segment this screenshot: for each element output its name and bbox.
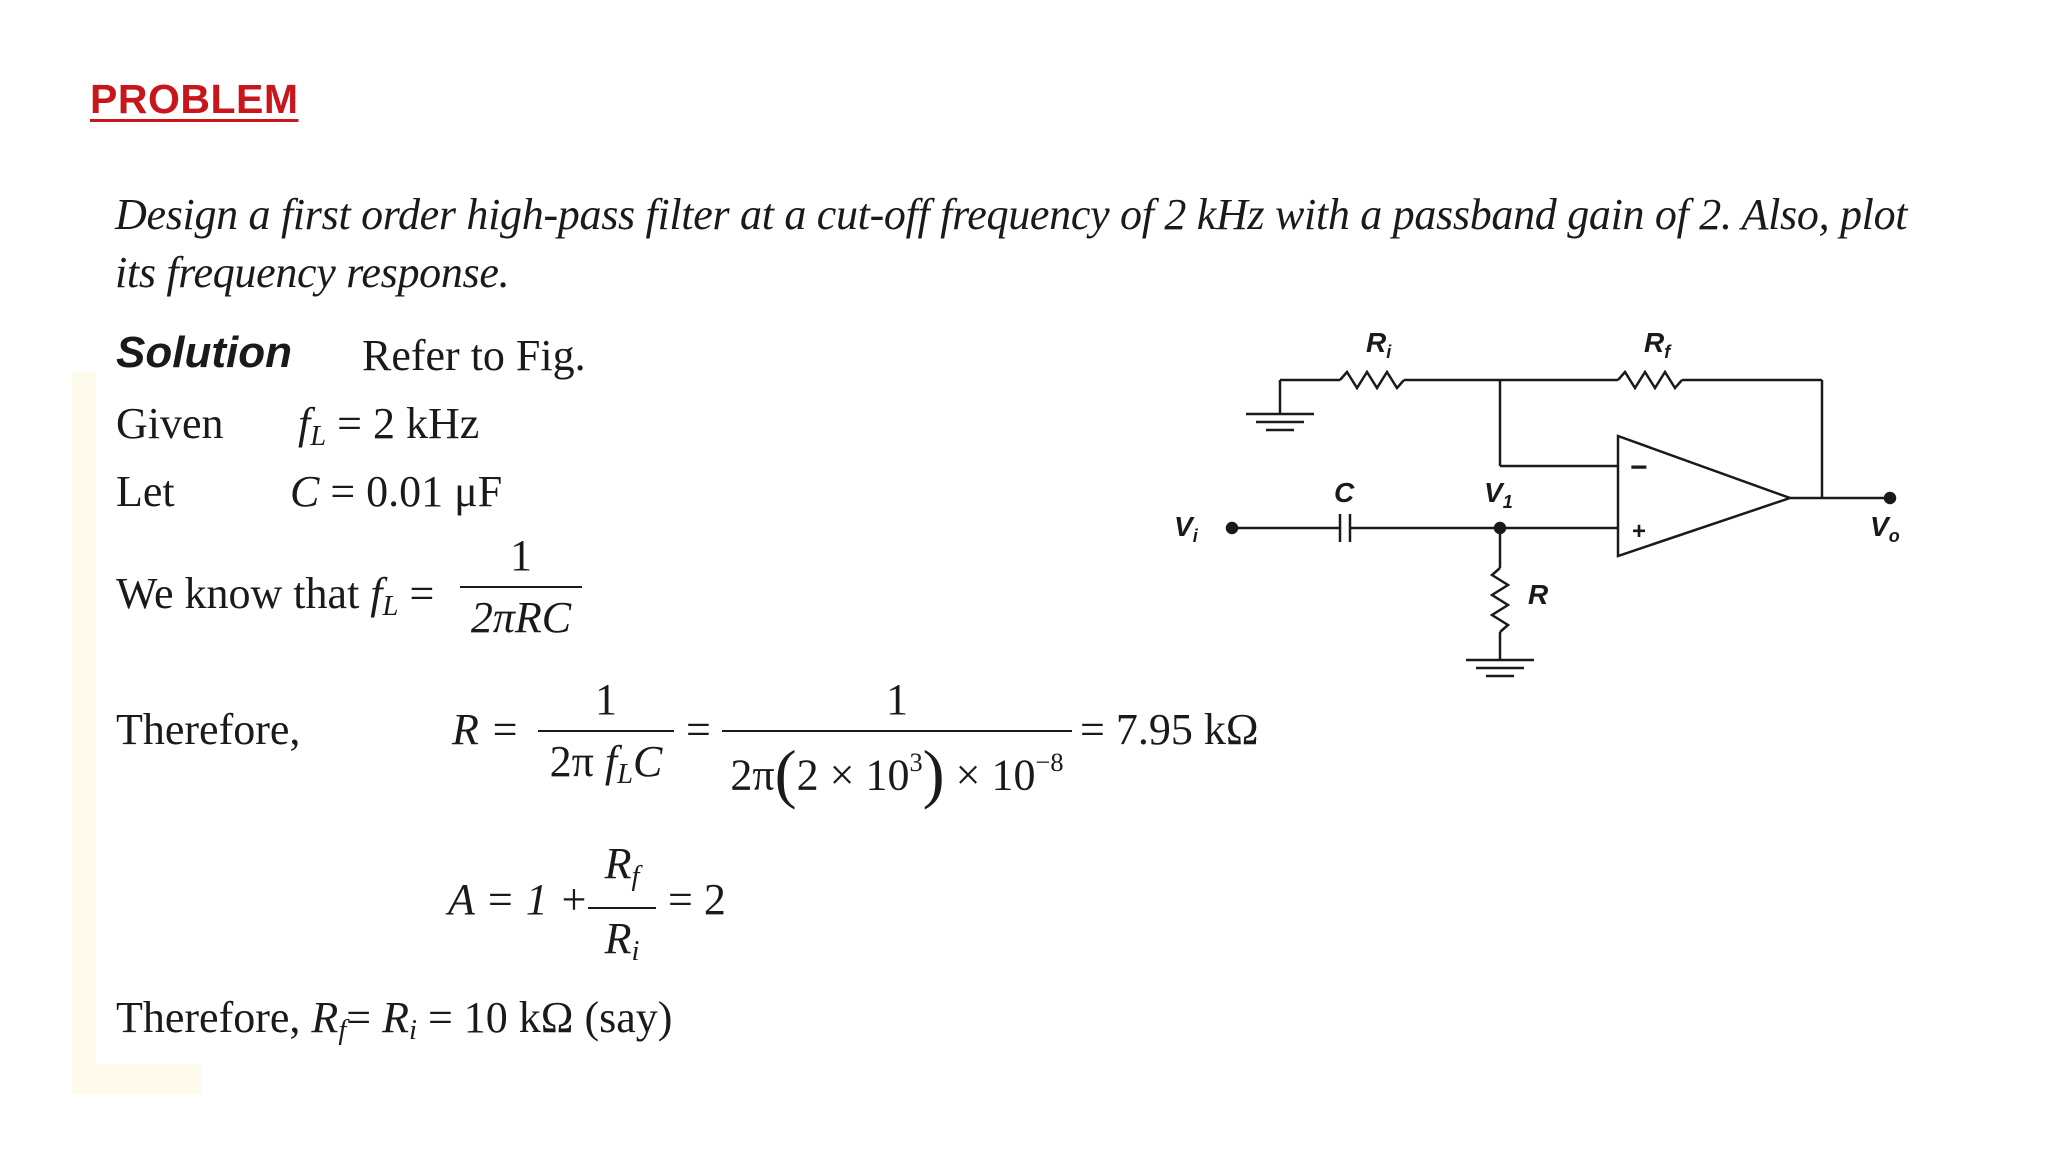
fraction-rf-over-ri: Rf Ri bbox=[588, 840, 656, 976]
refer-to-fig: Refer to Fig. bbox=[362, 331, 586, 380]
therefore-2-label: Therefore, bbox=[116, 993, 312, 1042]
know-var: f bbox=[370, 569, 383, 618]
given-label: Given bbox=[116, 399, 224, 448]
t2-s2: i bbox=[408, 1015, 417, 1047]
t2-tail: = 10 kΩ (say) bbox=[416, 993, 673, 1042]
let-value: = 0.01 μF bbox=[330, 467, 503, 516]
a-den-sub: i bbox=[631, 936, 640, 968]
know-label: We know that bbox=[116, 569, 371, 618]
r-den-1-a: 2π bbox=[549, 737, 605, 786]
label-c: C bbox=[1334, 477, 1355, 508]
fraction-bar bbox=[722, 730, 1072, 732]
a-den: Ri bbox=[605, 915, 640, 976]
fraction-1-over-2piRC: 1 2πRC bbox=[460, 532, 582, 642]
r-den-2-exp1: 3 bbox=[909, 747, 923, 777]
know-eq: = bbox=[409, 569, 435, 618]
fraction-bar bbox=[538, 730, 674, 732]
r-den-2-a: 2π bbox=[730, 750, 775, 800]
a-num-var: R bbox=[604, 839, 632, 888]
fraction-r-2: 1 2π(2 × 103) × 10−8 bbox=[722, 675, 1072, 807]
therefore-2: Therefore, Rf= Ri = 10 kΩ (say) bbox=[116, 992, 672, 1047]
given-value: = 2 kHz bbox=[337, 399, 480, 448]
r-den-2-exp2: −8 bbox=[1035, 747, 1064, 777]
r-den-1: 2π fLC bbox=[550, 738, 663, 799]
problem-heading: PROBLEM bbox=[90, 76, 299, 122]
t2-eq1: = bbox=[346, 993, 383, 1042]
label-v1: V1 bbox=[1484, 477, 1513, 512]
a-rhs: = 2 bbox=[668, 875, 726, 924]
r-num-2: 1 bbox=[886, 675, 908, 724]
t2-s1: f bbox=[338, 1015, 347, 1047]
r-den-2: 2π(2 × 103) × 10−8 bbox=[730, 738, 1064, 807]
op-amp-triangle bbox=[1616, 434, 1794, 558]
a-lhs: A = 1 + bbox=[448, 875, 589, 924]
high-pass-filter-circuit: Ri Rf C V1 Vi Vo R − + bbox=[1174, 327, 1900, 678]
fraction-r-1: 1 2π fLC bbox=[538, 676, 674, 799]
r-den-1-f: f bbox=[604, 737, 618, 786]
given-equation: fL = 2 kHz bbox=[298, 398, 479, 453]
given-var: f bbox=[298, 399, 311, 448]
label-vo: Vo bbox=[1870, 511, 1900, 546]
r-den-1-sub: L bbox=[617, 759, 633, 791]
resistor-ri bbox=[1339, 369, 1405, 391]
given-sub: L bbox=[310, 421, 327, 453]
left-margin-shade-foot bbox=[72, 1064, 202, 1094]
t2-r2: R bbox=[382, 993, 409, 1042]
resistor-rf bbox=[1617, 369, 1683, 391]
opamp-minus: − bbox=[1630, 451, 1648, 484]
fraction-bar bbox=[588, 907, 656, 910]
a-num-sub: f bbox=[631, 861, 640, 893]
a-den-var: R bbox=[604, 914, 632, 964]
t2-r1: R bbox=[311, 993, 339, 1042]
label-rf: Rf bbox=[1644, 327, 1672, 362]
therefore-label: Therefore, bbox=[116, 705, 301, 754]
r-eq: = bbox=[686, 705, 711, 754]
vo-terminal bbox=[1883, 491, 1897, 505]
problem-line-1: Design a first order high-pass filter at… bbox=[115, 190, 1908, 239]
label-vi: Vi bbox=[1174, 511, 1199, 546]
fraction-bar bbox=[460, 586, 582, 588]
know-sub: L bbox=[382, 591, 399, 623]
resistor-r bbox=[1489, 567, 1511, 633]
a-num: Rf bbox=[605, 840, 640, 901]
r-den-1-c: C bbox=[633, 737, 663, 786]
let-var: C bbox=[290, 467, 320, 516]
r-lhs: R = bbox=[452, 705, 520, 754]
know-text: We know that fL = bbox=[116, 568, 434, 623]
let-label: Let bbox=[116, 467, 175, 516]
problem-statement: Design a first order high-pass filter at… bbox=[115, 186, 1995, 302]
let-equation: C = 0.01 μF bbox=[290, 466, 502, 517]
solution-label: Solution bbox=[116, 328, 292, 377]
r-den-2-open: ( bbox=[774, 737, 797, 811]
fraction-numerator: 1 bbox=[510, 531, 532, 580]
r-result: = 7.95 kΩ bbox=[1080, 705, 1259, 754]
fraction-denominator: 2πRC bbox=[470, 593, 572, 642]
opamp-plus: + bbox=[1632, 518, 1646, 545]
left-margin-shade bbox=[72, 372, 96, 1092]
r-num-1: 1 bbox=[595, 675, 617, 724]
problem-line-2: its frequency response. bbox=[115, 248, 510, 297]
r-den-2-c: × 10 bbox=[944, 750, 1036, 800]
label-ri: Ri bbox=[1366, 327, 1392, 362]
r-den-2-b: 2 × 10 bbox=[796, 750, 910, 800]
label-r: R bbox=[1528, 579, 1549, 610]
r-den-2-close: ) bbox=[922, 737, 945, 811]
